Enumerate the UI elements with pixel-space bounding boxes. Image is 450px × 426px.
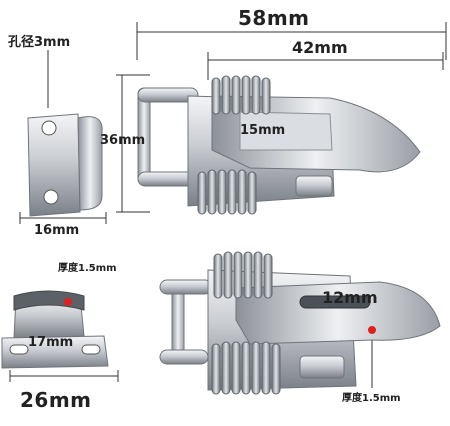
catch-hole-spacing-label: 17mm bbox=[28, 335, 74, 350]
thickness-marker-top bbox=[64, 298, 72, 306]
catch-plate-bottom bbox=[1, 290, 109, 369]
catch-plate-top bbox=[27, 113, 103, 217]
latch-bottom bbox=[159, 251, 441, 395]
hole-diameter-label: 孔径3mm bbox=[8, 35, 71, 50]
total-length-label: 58mm bbox=[238, 6, 310, 30]
slot-length-label: 12mm bbox=[322, 288, 378, 307]
thickness-bottom-label: 厚度1.5mm bbox=[342, 393, 401, 404]
thickness-marker-bottom bbox=[368, 326, 376, 334]
body-length-label: 42mm bbox=[292, 38, 348, 57]
latch-top bbox=[137, 75, 421, 215]
catch-length-label: 26mm bbox=[20, 388, 92, 412]
dimension-lines bbox=[9, 22, 447, 388]
height-label: 36mm bbox=[100, 133, 146, 148]
catch-width-label: 16mm bbox=[34, 223, 80, 238]
thickness-top-label: 厚度1.5mm bbox=[58, 263, 117, 274]
width-label: 15mm bbox=[240, 123, 286, 138]
